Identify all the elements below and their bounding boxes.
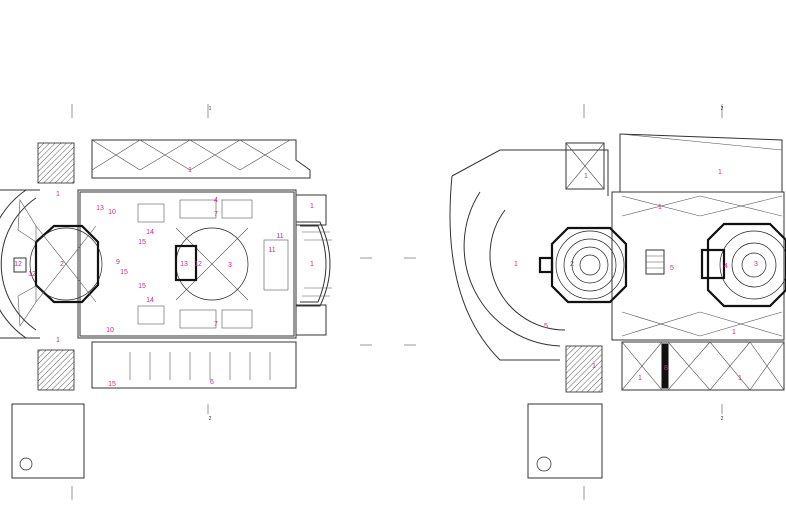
room-label: 2 [570,261,574,268]
left-room-labels: 1 1 1 1 1 2 3 4 6 7 7 9 10 10 11 12 12 1… [14,106,314,422]
room-label: 15 [138,283,146,290]
room-label: 10 [106,327,114,334]
room-label: 4 [214,197,218,204]
room-label: 15 [120,269,128,276]
room-label: 11 [268,247,275,254]
right-room-labels: 1 1 1 1 1 1 1 1 2 3 4 5 5 8 2 2 [514,106,758,422]
room-label: 2 [60,261,64,268]
section-mark: 2 [721,106,724,112]
room-label: 14 [146,229,154,236]
room-label: 12 [28,271,36,278]
room-label: 7 [214,211,218,218]
room-label: 3 [228,262,232,269]
room-label: 8 [664,365,668,372]
room-label: 10 [108,209,116,216]
room-label: 11 [276,233,283,240]
section-mark: 2 [209,416,212,422]
room-label: 1 [56,337,60,344]
room-label: 1 [592,363,596,370]
room-label: 1 [514,261,518,268]
room-label: 3 [754,261,758,268]
room-label: 12 [194,261,202,268]
room-label: 1 [718,169,722,176]
right-floor-plan [404,104,786,500]
room-label: 1 [732,329,736,336]
room-label: 13 [96,205,104,212]
section-mark: 2 [721,416,724,422]
room-label: 12 [14,261,22,268]
room-label: 1 [658,204,662,211]
room-label: 1 [310,203,314,210]
room-label: 15 [138,239,146,246]
room-label: 1 [738,375,742,382]
room-label: 13 [180,261,188,268]
room-label: 7 [214,321,218,328]
room-label: 15 [108,381,116,388]
room-label: 1 [310,261,314,268]
left-floor-plan [0,104,372,500]
room-label: 14 [146,297,154,304]
room-label: 4 [724,263,728,270]
room-label: 1 [56,191,60,198]
room-label: 9 [116,259,120,266]
room-label: 5 [544,323,548,330]
room-label: 1 [638,375,642,382]
room-label: 6 [210,379,214,386]
section-mark: 1 [209,106,212,112]
room-label: 5 [670,265,674,272]
room-label: 1 [584,173,588,180]
room-label: 1 [188,167,192,174]
